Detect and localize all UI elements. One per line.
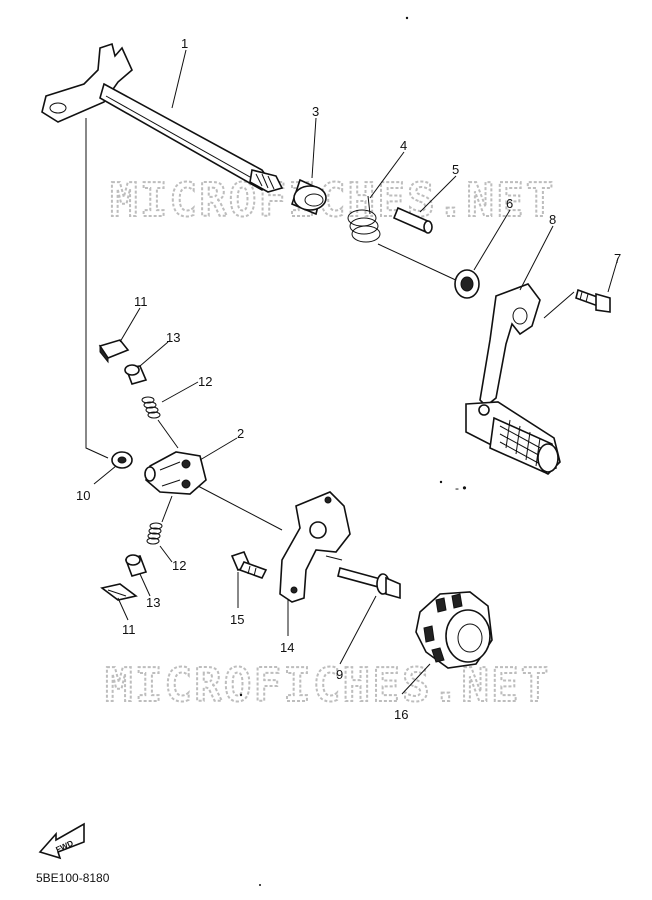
part-13-roller-upper [124,364,148,385]
stray-mark: - • [455,481,467,495]
callout-1: 1 [181,36,188,51]
callout-12-upper: 12 [198,374,212,389]
callout-15: 15 [230,612,244,627]
part-5-pin [392,206,433,234]
callout-14: 14 [280,640,294,655]
callout-11-upper: 11 [134,294,148,309]
part-9-bolt [337,567,401,600]
part-12-spring-lower [146,522,163,545]
part-11-key-upper [98,339,130,364]
callout-12-lower: 12 [172,558,186,573]
callout-4: 4 [400,138,407,153]
callout-5: 5 [452,162,459,177]
part-4-spring [347,195,381,243]
part-1-shift-shaft [41,42,284,193]
watermark-bottom: MICROFICHES.NET [105,658,550,712]
callout-16: 16 [394,707,408,722]
part-16-drum-segment [415,591,493,669]
part-6-shift-pedal [465,283,561,475]
fwd-arrow-icon: FWD [38,822,85,860]
callout-labels: 1 2 3 4 5 6 7 8 9 10 11 11 12 12 13 13 1… [76,36,621,722]
part-12-spring-upper [141,396,161,419]
part-15-bolt [230,551,268,579]
part-13-roller-lower [124,554,148,577]
leader-lines [93,49,619,695]
callout-7: 7 [614,251,621,266]
callout-8: 8 [549,212,556,227]
watermark-top: MICROFICHES.NET [110,173,555,227]
callout-9: 9 [336,667,343,682]
part-3-collar [291,178,327,216]
callout-11-lower: 11 [122,622,136,637]
diagram-code: 5BE100-8180 [36,871,110,885]
part-7-bolt [575,288,611,313]
part-8-oil-seal [454,269,480,299]
callout-2: 2 [237,426,244,441]
callout-13-lower: 13 [146,595,160,610]
part-11-key-lower [100,583,138,601]
callout-6: 6 [506,196,513,211]
part-2-shift-segment [144,451,207,495]
callout-3: 3 [312,104,319,119]
part-10-nut [111,451,133,469]
callout-10: 10 [76,488,90,503]
part-14-stopper-plate [279,491,351,603]
callout-13-upper: 13 [166,330,180,345]
